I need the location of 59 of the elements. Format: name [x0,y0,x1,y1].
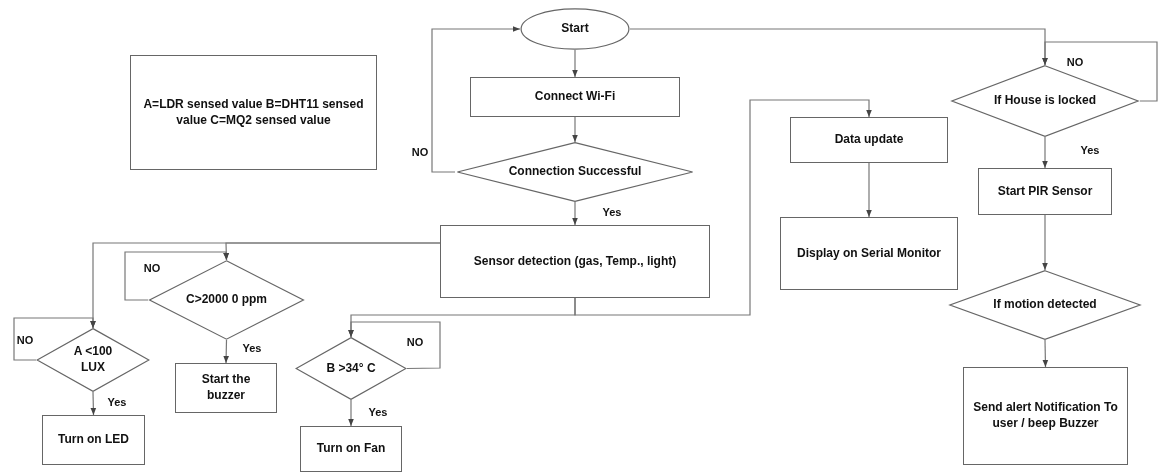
edge-label: NO [142,262,162,274]
edge-label: Yes [1079,144,1101,156]
node-label: Send alert Notification To user / beep Buzzer [972,400,1119,432]
edge-label: Yes [367,406,389,418]
arrow [572,49,578,78]
arrow [223,339,230,364]
edge-label: NO [410,146,430,158]
edge-label: NO [405,336,425,348]
arrow [348,399,354,427]
node-label: Connect Wi-Fi [533,89,617,105]
decision-diamond [295,337,407,400]
arrow [90,391,97,416]
start-ellipse [520,8,630,50]
process-box [780,217,958,290]
decision-diamond [948,270,1142,340]
decision-diamond [36,328,150,392]
process-box [470,77,680,117]
arrow [574,99,872,316]
process-box [300,426,402,472]
node-label: If House is locked [993,93,1097,109]
node-label: Turn on Fan [315,441,387,457]
process-box [440,225,710,298]
node-label: A=LDR sensed value B=DHT11 sensed value C=MQ2 sensed value [142,96,365,129]
node-label: Start the buzzer [200,372,252,404]
edge-label: Yes [106,396,128,408]
arrow [866,162,872,218]
edge-label: NO [1065,56,1085,68]
node-label: Display on Serial Monitor [796,245,942,262]
node-label: If motion detected [992,297,1098,313]
edge-label: Yes [601,206,623,218]
note-box [130,55,377,170]
arrow [1042,136,1048,169]
arrow [348,321,441,370]
node-label: Connection Successful [507,164,643,180]
process-box [175,363,277,413]
node-label: C>2000 0 ppm [184,292,268,308]
node-label: Start [560,21,590,37]
arrow [572,201,578,226]
process-box [790,117,948,163]
node-label: Data update [833,132,905,148]
arrow [13,317,96,361]
process-box [978,168,1112,215]
decision-diamond [950,65,1140,137]
process-box [42,415,145,465]
arrow [1042,339,1049,368]
edge-label: Yes [241,342,263,354]
arrow [431,26,521,173]
process-box [963,367,1128,465]
node-label: B >34° C [325,360,377,377]
edge-label: NO [15,334,35,346]
node-label: Turn on LED [56,432,131,448]
node-label: Start PIR Sensor [996,183,1094,200]
arrow [1042,41,1158,102]
node-label: Sensor detection (gas, Temp., light) [472,253,678,270]
arrow [572,116,578,143]
decision-diamond [455,142,695,202]
arrow [1042,214,1048,271]
node-label: A <100 LUX [72,344,114,376]
arrow [124,251,229,301]
